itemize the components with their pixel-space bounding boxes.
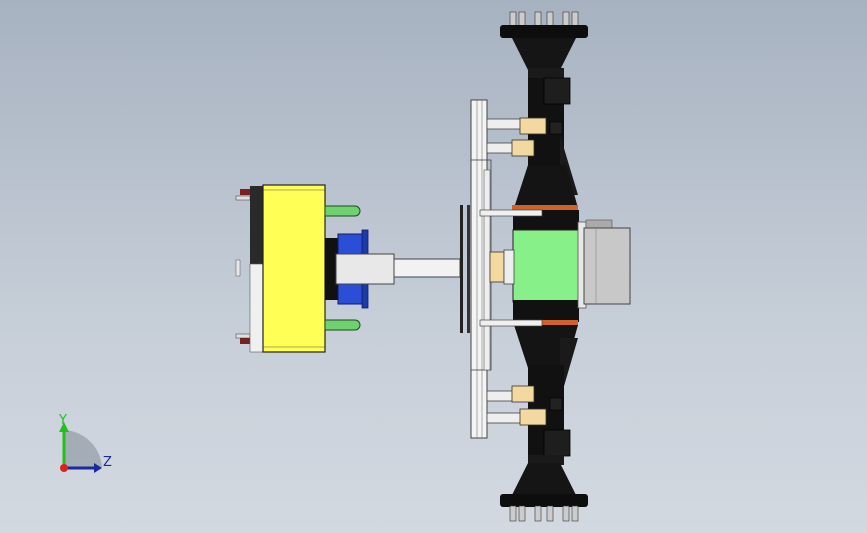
differential-green[interactable] — [512, 229, 580, 303]
connector-rods[interactable] — [479, 117, 547, 426]
terminal-bottom — [240, 338, 252, 344]
shaft-thick — [335, 253, 395, 285]
triad-graphic — [59, 422, 102, 473]
axle-housing[interactable] — [500, 11, 631, 522]
orange-ring-top — [512, 205, 578, 210]
disc-thin-plate-2 — [467, 205, 470, 333]
tan-block-3 — [511, 385, 535, 403]
motor-assembly[interactable] — [235, 184, 461, 353]
rod-upper — [479, 209, 543, 217]
upper-center-cone — [514, 165, 578, 208]
orientation-triad[interactable]: Y Z — [50, 410, 130, 480]
top-hub-flange — [500, 25, 588, 38]
y-axis-label: Y — [59, 413, 67, 428]
gray-gearbox[interactable] — [583, 227, 631, 305]
orange-ring-bottom — [512, 320, 578, 325]
tan-block-1 — [519, 117, 547, 135]
clip-top — [324, 205, 361, 217]
terminal-pin-top — [235, 195, 251, 201]
rod-lower — [479, 319, 543, 327]
bottom-bolts — [509, 505, 579, 522]
shaft-thin — [393, 258, 461, 278]
side-pin — [235, 259, 241, 277]
motor-body[interactable] — [262, 184, 326, 353]
tan-block-2 — [511, 139, 535, 157]
motor-backplate-lower — [249, 263, 265, 353]
disc-thin-plate — [460, 205, 463, 333]
origin-dot — [60, 464, 68, 472]
bottom-hub-flange — [500, 494, 588, 507]
disc-plates[interactable] — [460, 99, 492, 439]
tan-block-4 — [519, 408, 547, 426]
motor-backplate-upper — [250, 186, 264, 266]
tan-center — [489, 251, 505, 283]
top-bolts — [509, 11, 579, 29]
bottom-hub-cone — [512, 463, 576, 495]
terminal-top — [240, 189, 252, 195]
clip-bottom — [324, 319, 361, 331]
top-hub-cone — [512, 38, 576, 70]
terminal-pin-bottom — [235, 333, 251, 339]
z-axis-label: Z — [103, 455, 112, 470]
